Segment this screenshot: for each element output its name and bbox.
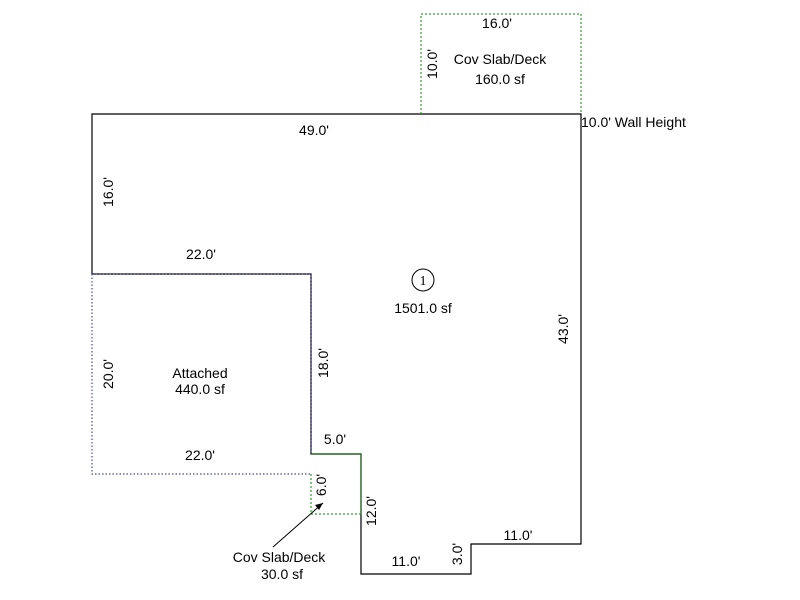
cov-slab-top-label: Cov Slab/Deck bbox=[454, 51, 548, 67]
dim-main-right: 43.0' bbox=[555, 314, 571, 344]
garage-label: Attached bbox=[172, 365, 227, 381]
cov-slab-top-outline bbox=[420, 13, 582, 114]
main-area-outline bbox=[91, 113, 582, 575]
cov-slab-small-leader bbox=[272, 502, 324, 548]
garage-shared-wall bbox=[92, 273, 312, 454]
dim-step-side: 12.0' bbox=[363, 496, 379, 526]
cov-slab-top-depth: 10.0' bbox=[424, 49, 440, 79]
cov-slab-small-label: Cov Slab/Deck bbox=[233, 549, 327, 565]
dim-main-top: 49.0' bbox=[299, 122, 329, 138]
dim-garage-bottom: 22.0' bbox=[185, 447, 215, 463]
dim-inner-wall: 18.0' bbox=[315, 348, 331, 378]
wall-height-label: 10.0' Wall Height bbox=[581, 114, 686, 130]
cov-slab-small-sf: 30.0 sf bbox=[261, 566, 303, 582]
dim-bottom-left: 11.0' bbox=[392, 553, 421, 569]
cov-slab-top-sf: 160.0 sf bbox=[475, 71, 525, 87]
cov-slab-top-width: 16.0' bbox=[482, 15, 512, 31]
dim-bottom-right: 11.0' bbox=[504, 527, 533, 543]
dim-main-left: 16.0' bbox=[100, 177, 116, 207]
area-number-badge bbox=[411, 268, 435, 292]
main-area-sf: 1501.0 sf bbox=[394, 300, 452, 316]
area-number: 1 bbox=[420, 274, 427, 289]
dim-garage-left: 20.0' bbox=[100, 359, 116, 389]
dim-step-top: 5.0' bbox=[324, 431, 346, 447]
cov-slab-small-leader-arrowhead bbox=[315, 503, 323, 510]
cov-slab-small-wall bbox=[311, 453, 362, 514]
dim-garage-top: 22.0' bbox=[186, 246, 216, 262]
cov-slab-small-side: 6.0' bbox=[313, 474, 329, 496]
garage-outline bbox=[91, 274, 311, 475]
dim-notch: 3.0' bbox=[449, 543, 465, 565]
garage-sf: 440.0 sf bbox=[175, 381, 225, 397]
